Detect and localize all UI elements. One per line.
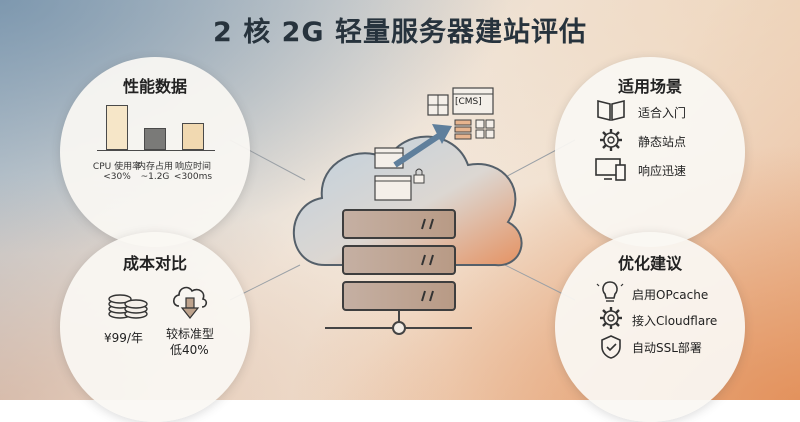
cost-heading: 成本对比 [122, 254, 187, 273]
bar-cpu [106, 105, 128, 150]
bar-memory [144, 127, 166, 150]
gear-icon [600, 129, 622, 151]
shield-icon [601, 335, 621, 359]
coins-icon [108, 294, 148, 319]
stack-icon [454, 119, 472, 140]
layout-grid-icon [427, 94, 449, 116]
server-rack-icon [342, 209, 456, 311]
puzzle-icon [475, 119, 495, 139]
optimize-item-1: 启用OPcache [632, 288, 709, 302]
cost-price: ¥99/年 [104, 331, 143, 345]
label-memory: 内存占用~1.2G [136, 162, 173, 182]
usecase-item-2: 静态站点 [638, 135, 687, 149]
book-icon [597, 99, 625, 122]
cost-compare-line2: 低40% [170, 343, 209, 357]
cms-window-icon [452, 87, 494, 115]
lock-icon [413, 168, 425, 184]
label-response: 响应时间<300ms [173, 162, 213, 182]
performance-panel: 性能数据 [60, 57, 250, 247]
chart-baseline [97, 150, 215, 151]
usecase-panel: 适用场景 [555, 57, 745, 247]
page-title: 2 核 2G 轻量服务器建站评估 [213, 17, 587, 48]
browser-window-icon [374, 147, 412, 201]
optimize-item-2: 接入Cloudflare [632, 314, 718, 328]
bar-response [182, 122, 204, 150]
usecase-heading: 适用场景 [617, 77, 682, 96]
performance-heading: 性能数据 [122, 77, 187, 96]
gear-icon [600, 307, 622, 329]
optimize-panel: 优化建议 [555, 232, 745, 422]
label-cpu: CPU 使用率<30% [92, 162, 142, 182]
cloud-server-illustration [292, 87, 523, 335]
cms-label: [CMS] [455, 97, 482, 107]
cloud-download-icon [172, 286, 208, 319]
usecase-item-3: 响应迅速 [638, 164, 687, 178]
optimize-heading: 优化建议 [617, 254, 682, 273]
arrow-up-right-icon [393, 124, 452, 168]
cost-panel: 成本对比 [60, 232, 250, 422]
usecase-item-1: 适合入门 [638, 106, 687, 120]
devices-icon [595, 158, 626, 181]
optimize-item-3: 自动SSL部署 [632, 341, 702, 355]
lightbulb-icon [596, 281, 624, 302]
cost-compare-line1: 较标准型 [166, 327, 215, 341]
network-node-icon [325, 310, 472, 335]
